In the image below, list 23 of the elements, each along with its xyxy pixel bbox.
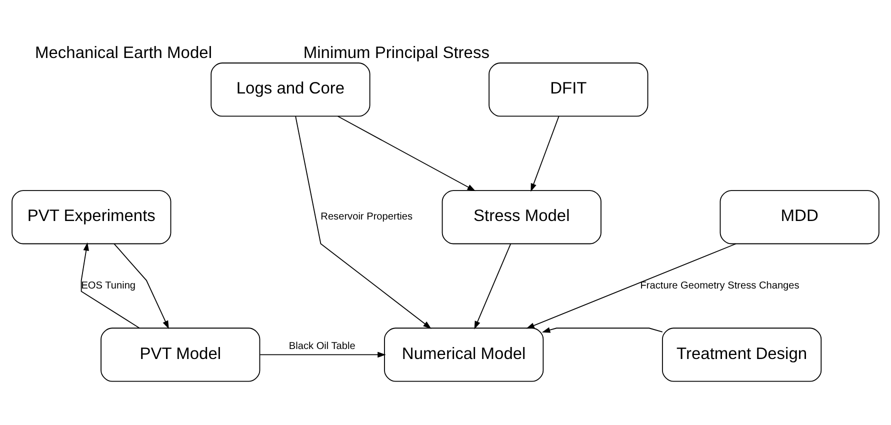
edge-label: Black Oil Table [288,340,356,352]
node-box: Numerical Model [384,327,544,382]
edge-label: Reservoir Properties [320,211,413,222]
edge-label: Fracture Geometry Stress Changes [640,280,800,291]
arrow [260,351,386,358]
node-box: Logs and Core [210,62,370,116]
node-label: Minimum Principal Stress [303,43,490,62]
arrow [542,326,663,332]
arrow [295,116,432,328]
arrow [474,242,512,329]
edge-label: EOS Tuning [81,280,136,291]
node-box: PVT Experiments [12,190,172,244]
arrow [337,115,476,191]
arrow [114,242,169,328]
arrow [526,242,736,328]
node-box: MDD [720,190,880,244]
arrow [80,242,140,328]
arrow [530,115,560,192]
node-box: PVT Model [100,327,260,382]
node-box: Stress Model [442,190,602,244]
node-box: DFIT [488,62,648,116]
node-label: Mechanical Earth Model [35,43,212,62]
node-box: Treatment Design [662,327,822,382]
